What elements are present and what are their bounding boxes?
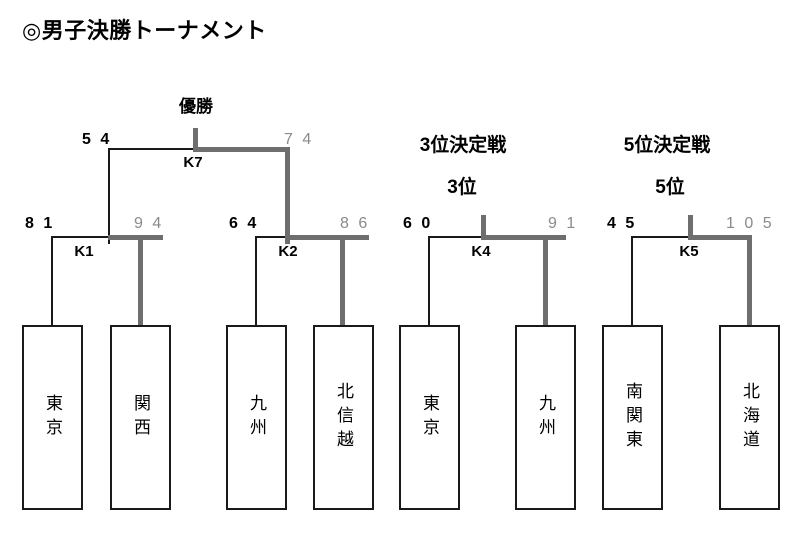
team-name-label: 関西 — [131, 393, 150, 442]
match-K5-crossbar-left — [631, 236, 690, 238]
match-K2-right-drop — [340, 235, 345, 326]
match-K5-code: K5 — [679, 243, 699, 260]
champion-stub-line — [193, 128, 198, 150]
match-K4-left-drop — [428, 236, 430, 326]
team-box-4[interactable]: 北信越 — [313, 325, 374, 510]
match-K1-code: K1 — [74, 243, 94, 260]
third-place-match-heading: 3位決定戦 — [419, 135, 507, 156]
team-box-3[interactable]: 九州 — [226, 325, 287, 510]
match-K1-left-drop — [51, 236, 53, 326]
match-K4-right-drop — [543, 235, 548, 326]
match-K7-left-score: 5 4 — [82, 131, 112, 148]
team-name-label: 東京 — [43, 393, 62, 442]
match-K2-left-drop — [255, 236, 257, 326]
match-K4-right-score: 9 1 — [548, 215, 578, 232]
match-K2-crossbar-left — [255, 236, 290, 238]
third-place-label: 3位 — [447, 177, 477, 198]
third-place-stub-line — [481, 215, 486, 237]
team-box-2[interactable]: 関西 — [110, 325, 171, 510]
match-K1-right-score: 9 4 — [134, 215, 164, 232]
fifth-place-match-heading: 5位決定戦 — [623, 135, 711, 156]
page-title: ◎男子決勝トーナメント — [22, 18, 267, 43]
match-K7-code: K7 — [183, 154, 203, 171]
team-name-label: 北信越 — [334, 381, 353, 454]
fifth-place-stub-line — [688, 215, 693, 237]
team-name-label: 東京 — [420, 393, 439, 442]
match-K4-left-score: 6 0 — [403, 215, 433, 232]
match-K2-right-score: 8 6 — [340, 215, 370, 232]
match-K4-crossbar-right — [481, 235, 566, 240]
match-K1-right-drop — [138, 235, 143, 326]
team-name-label: 九州 — [536, 393, 555, 442]
match-K5-left-score: 4 5 — [607, 215, 637, 232]
match-K5-left-drop — [631, 236, 633, 326]
match-K7-crossbar-right — [193, 147, 290, 152]
match-K1-left-score: 8 1 — [25, 215, 55, 232]
match-K7-crossbar-left — [108, 148, 195, 150]
team-name-label: 南関東 — [623, 381, 642, 454]
match-K5-right-drop — [747, 235, 752, 326]
match-K4-crossbar-left — [428, 236, 483, 238]
match-K5-right-score: 1 0 5 — [726, 215, 775, 232]
team-box-7[interactable]: 南関東 — [602, 325, 663, 510]
match-K1-crossbar-left — [51, 236, 110, 238]
match-K7-left-drop — [108, 148, 110, 244]
match-K4-code: K4 — [471, 243, 491, 260]
match-K2-left-score: 6 4 — [229, 215, 259, 232]
match-K7-right-score: 7 4 — [284, 131, 314, 148]
match-K2-crossbar-right — [285, 235, 369, 240]
match-K5-crossbar-right — [688, 235, 752, 240]
match-K1-crossbar-right — [108, 235, 163, 240]
team-box-5[interactable]: 東京 — [399, 325, 460, 510]
team-box-6[interactable]: 九州 — [515, 325, 576, 510]
match-K2-code: K2 — [278, 243, 298, 260]
match-K7-right-drop — [285, 147, 290, 244]
team-box-8[interactable]: 北海道 — [719, 325, 780, 510]
champion-label: 優勝 — [179, 97, 213, 116]
team-name-label: 北海道 — [740, 381, 759, 454]
fifth-place-label: 5位 — [655, 177, 685, 198]
team-box-1[interactable]: 東京 — [22, 325, 83, 510]
team-name-label: 九州 — [247, 393, 266, 442]
